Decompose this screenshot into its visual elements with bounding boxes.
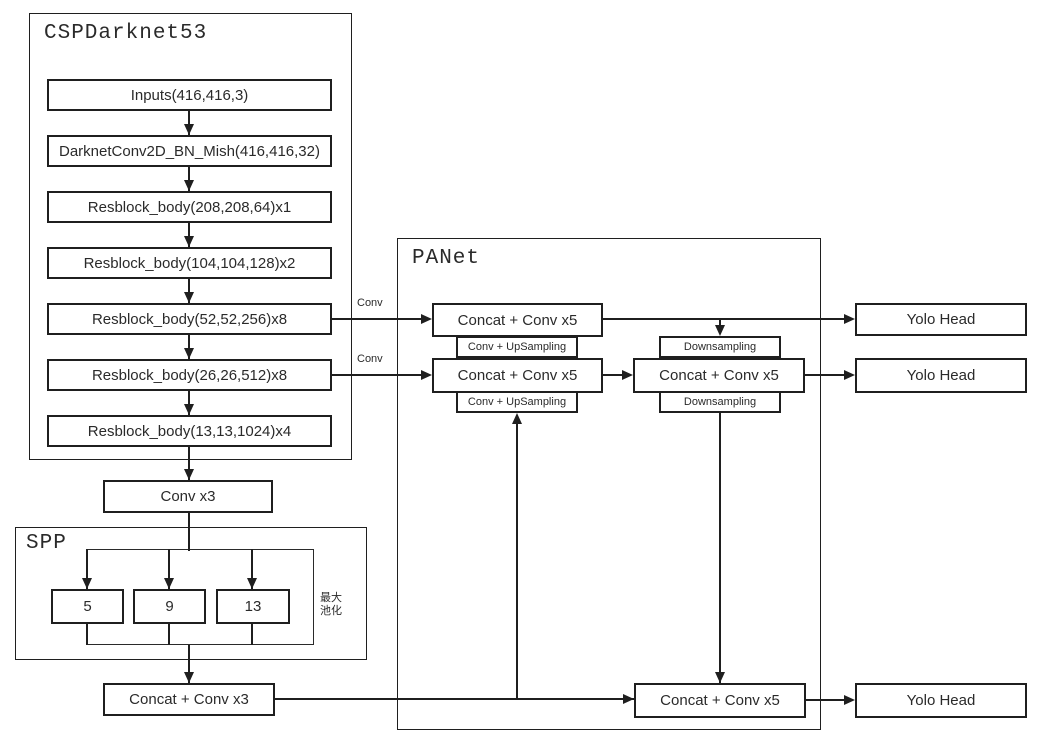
yolo-head-2: Yolo Head xyxy=(855,358,1027,393)
arrow-down-icon xyxy=(184,348,194,359)
spp-box xyxy=(15,527,367,660)
panet-box xyxy=(397,238,821,730)
line-bottom-to-head xyxy=(806,699,850,701)
arrow-down-icon xyxy=(82,578,92,589)
panet-concat-conv-x5-row1: Concat + Conv x5 xyxy=(432,303,603,337)
spp-merge-line-1 xyxy=(86,623,88,645)
spp-title: SPP xyxy=(26,532,67,555)
panet-concat-conv-x5-mid: Concat + Conv x5 xyxy=(633,358,805,393)
panet-title: PANet xyxy=(412,247,481,270)
node-resblock-52: Resblock_body(52,52,256)x8 xyxy=(47,303,332,335)
spp-pool-13-box: 13 xyxy=(216,589,290,624)
backbone-title: CSPDarknet53 xyxy=(44,22,208,45)
flow-line-backbone-2 xyxy=(188,167,190,191)
spp-merge-line-2 xyxy=(168,623,170,645)
spp-branch-line-1 xyxy=(86,549,88,589)
arrow-down-icon xyxy=(184,180,194,191)
arrow-down-icon xyxy=(184,672,194,683)
spp-branch-line-2 xyxy=(168,549,170,589)
arrow-down-icon xyxy=(715,672,725,683)
flow-line-backbone-7 xyxy=(188,447,190,480)
node-resblock-26: Resblock_body(26,26,512)x8 xyxy=(47,359,332,391)
branch-line-downsample-1 xyxy=(719,320,721,328)
spp-pool-5-box: 5 xyxy=(51,589,124,624)
arrow-down-icon xyxy=(184,469,194,480)
panet-downsampling-2: Downsampling xyxy=(659,391,781,413)
arrow-right-icon xyxy=(844,314,855,324)
arrow-down-icon xyxy=(715,325,725,336)
node-concat-conv-x3: Concat + Conv x3 xyxy=(103,683,275,716)
node-conv-x3: Conv x3 xyxy=(103,480,273,513)
arrow-down-icon xyxy=(247,578,257,589)
line-row1-to-head xyxy=(603,318,850,320)
line-row2-to-mid xyxy=(603,374,628,376)
flow-line-backbone-4 xyxy=(188,279,190,303)
panet-concat-conv-x5-row2: Concat + Conv x5 xyxy=(432,358,603,393)
arrow-right-icon xyxy=(421,370,432,380)
line-cc3-to-bottom xyxy=(275,698,634,700)
node-inputs: Inputs(416,416,3) xyxy=(47,79,332,111)
backbone-box xyxy=(29,13,352,460)
panet-downsampling-1: Downsampling xyxy=(659,336,781,358)
arrow-right-icon xyxy=(421,314,432,324)
flow-line-spp-exit xyxy=(188,645,190,683)
flow-line-backbone-5 xyxy=(188,335,190,359)
arrow-right-icon xyxy=(844,370,855,380)
node-resblock-208: Resblock_body(208,208,64)x1 xyxy=(47,191,332,223)
line-upsample-branch xyxy=(516,424,518,700)
flow-line-backbone-1 xyxy=(188,111,190,135)
flow-line-spp-entry xyxy=(188,513,190,551)
panet-concat-conv-x5-bottom: Concat + Conv x5 xyxy=(634,683,806,718)
conv-label-1: Conv xyxy=(357,297,383,309)
lateral-line-p3 xyxy=(332,318,427,320)
arrow-down-icon xyxy=(164,578,174,589)
arrow-down-icon xyxy=(184,292,194,303)
line-downsample-2 xyxy=(719,393,721,683)
flow-line-backbone-6 xyxy=(188,391,190,415)
maxpool-note-line2: 池化 xyxy=(320,605,342,617)
spp-pool-9-box: 9 xyxy=(133,589,206,624)
panet-conv-upsampling-1: Conv + UpSampling xyxy=(456,336,578,358)
arrow-down-icon xyxy=(184,236,194,247)
arrow-down-icon xyxy=(184,404,194,415)
conv-label-2: Conv xyxy=(357,353,383,365)
node-resblock-104: Resblock_body(104,104,128)x2 xyxy=(47,247,332,279)
arrow-up-icon xyxy=(512,413,522,424)
flow-line-backbone-3 xyxy=(188,223,190,247)
arrow-right-icon xyxy=(623,694,634,704)
spp-merge-line-3 xyxy=(251,623,253,645)
node-darknet-conv: DarknetConv2D_BN_Mish(416,416,32) xyxy=(47,135,332,167)
arrow-right-icon xyxy=(844,695,855,705)
line-mid-to-head xyxy=(805,374,850,376)
arrow-down-icon xyxy=(184,124,194,135)
arrow-right-icon xyxy=(622,370,633,380)
panet-conv-upsampling-2: Conv + UpSampling xyxy=(456,391,578,413)
maxpool-note: 最大 池化 xyxy=(320,592,342,618)
lateral-line-p4 xyxy=(332,374,427,376)
yolo-head-3: Yolo Head xyxy=(855,683,1027,718)
yolo-head-1: Yolo Head xyxy=(855,303,1027,336)
spp-branch-line-3 xyxy=(251,549,253,589)
maxpool-note-line1: 最大 xyxy=(320,592,342,604)
node-resblock-13: Resblock_body(13,13,1024)x4 xyxy=(47,415,332,447)
